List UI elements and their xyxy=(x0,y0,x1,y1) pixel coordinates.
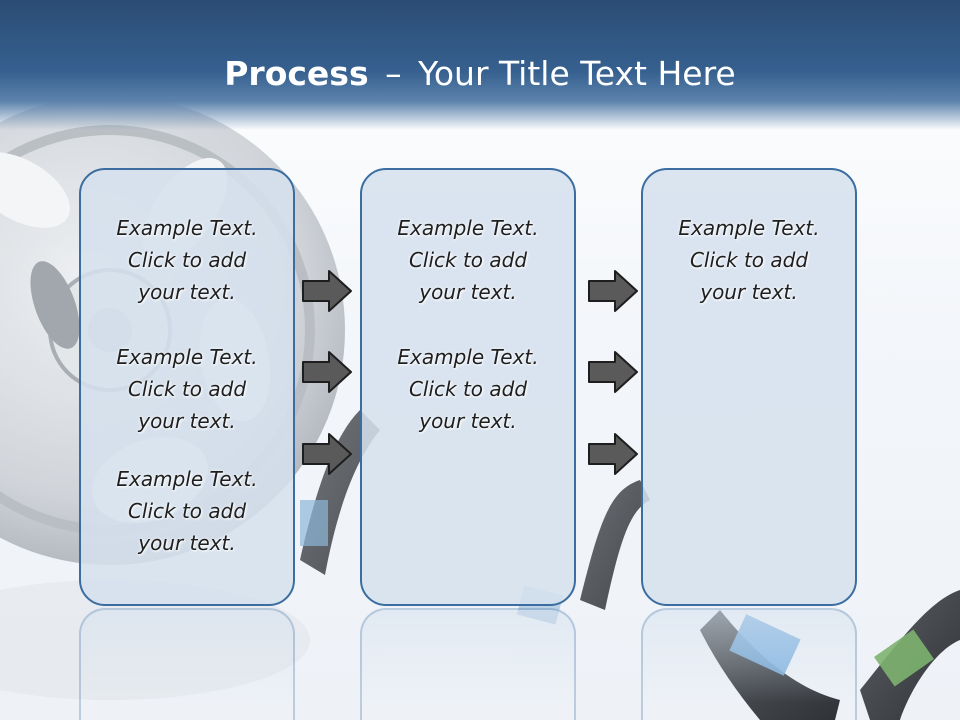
text-placeholder[interactable]: Example Text. Click to add your text. xyxy=(362,212,574,308)
text-line: Example Text. xyxy=(116,467,258,491)
text-line: Click to add xyxy=(689,248,809,272)
arrow-right-icon[interactable] xyxy=(587,269,639,313)
title-separator: – xyxy=(385,54,402,93)
text-placeholder[interactable]: Example Text. Click to add your text. xyxy=(81,341,293,437)
process-step-2[interactable]: Example Text. Click to add your text. Ex… xyxy=(360,168,576,606)
arrow-right-icon[interactable] xyxy=(301,269,353,313)
title-bar xyxy=(0,0,960,130)
panel-reflection xyxy=(79,608,295,720)
text-line: your text. xyxy=(700,280,798,304)
process-step-3[interactable]: Example Text. Click to add your text. xyxy=(641,168,857,606)
text-line: your text. xyxy=(419,409,517,433)
text-line: Click to add xyxy=(408,377,528,401)
text-line: your text. xyxy=(419,280,517,304)
text-line: Example Text. xyxy=(116,345,258,369)
text-line: Click to add xyxy=(127,248,247,272)
text-line: Example Text. xyxy=(116,216,258,240)
title-text: Your Title Text Here xyxy=(418,54,736,93)
title-bold: Process xyxy=(224,54,369,93)
text-placeholder[interactable]: Example Text. Click to add your text. xyxy=(81,212,293,308)
arrow-right-icon[interactable] xyxy=(587,432,639,476)
text-line: your text. xyxy=(138,409,236,433)
process-step-1[interactable]: Example Text. Click to add your text. Ex… xyxy=(79,168,295,606)
arrow-right-icon[interactable] xyxy=(301,432,353,476)
arrow-right-icon[interactable] xyxy=(301,350,353,394)
text-line: Click to add xyxy=(127,377,247,401)
text-line: Click to add xyxy=(408,248,528,272)
panel-reflection xyxy=(360,608,576,720)
text-line: your text. xyxy=(138,531,236,555)
text-placeholder[interactable]: Example Text. Click to add your text. xyxy=(81,463,293,559)
text-line: Example Text. xyxy=(397,216,539,240)
text-placeholder[interactable]: Example Text. Click to add your text. xyxy=(643,212,855,308)
arrow-right-icon[interactable] xyxy=(587,350,639,394)
slide-title[interactable]: Process – Your Title Text Here xyxy=(0,52,960,96)
panel-reflection xyxy=(641,608,857,720)
text-line: Example Text. xyxy=(397,345,539,369)
text-line: Example Text. xyxy=(678,216,820,240)
text-line: Click to add xyxy=(127,499,247,523)
text-line: your text. xyxy=(138,280,236,304)
text-placeholder[interactable]: Example Text. Click to add your text. xyxy=(362,341,574,437)
